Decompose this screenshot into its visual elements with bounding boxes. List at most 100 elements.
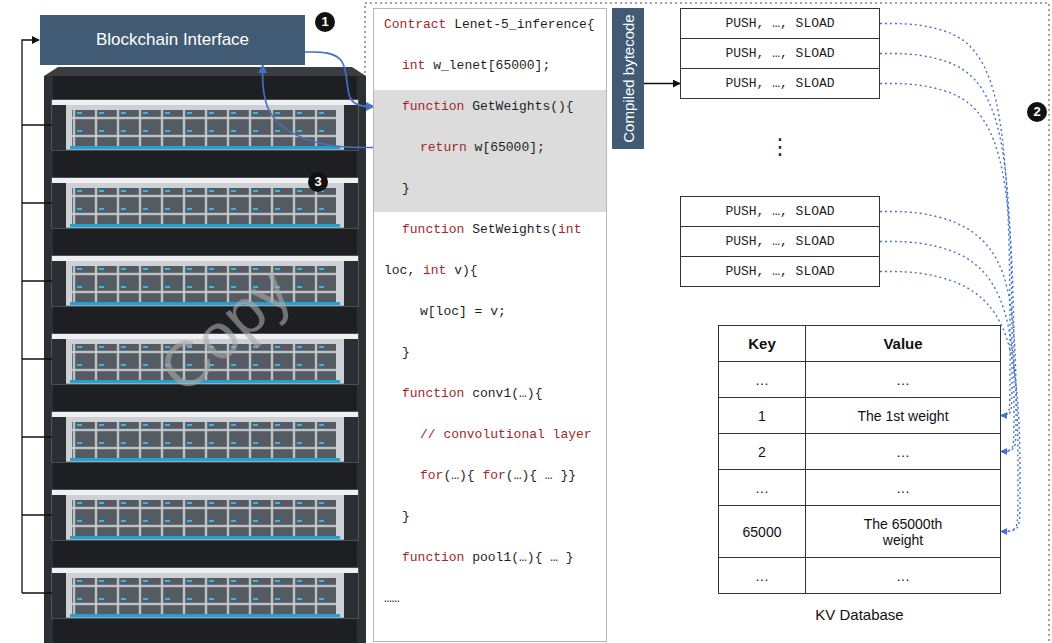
table-cell: Key	[719, 326, 805, 361]
server-unit	[52, 256, 358, 306]
table-cell: The 1st weight	[806, 398, 1000, 433]
code-keyword: return	[420, 140, 467, 155]
code-text: w[loc] = v;	[420, 304, 506, 319]
table-caption: KV Database	[815, 606, 903, 623]
callout-number: 3	[308, 172, 328, 192]
code-line: for(…){for(…){ … }}	[420, 468, 576, 488]
code-text: }	[402, 181, 410, 196]
table-cell: …	[806, 362, 1000, 397]
code-line: function pool1(…){ … }	[402, 550, 574, 570]
code-text: w_lenet[65000];	[433, 58, 550, 73]
region-border	[365, 3, 1049, 643]
code-text: }	[402, 509, 410, 524]
code-keyword: function	[402, 386, 464, 401]
table-header: Key	[748, 335, 776, 352]
bytecode-box: PUSH, …, SLOAD	[680, 68, 880, 99]
table-cell: …	[719, 558, 805, 593]
table-value: The 1st weight	[857, 408, 948, 424]
code-keyword: function	[402, 550, 464, 565]
code-line: function GetWeights(){	[402, 99, 574, 119]
bytecode-box: PUSH, …, SLOAD	[680, 38, 880, 69]
server-unit	[52, 412, 358, 462]
table-cell: …	[806, 470, 1000, 505]
code-text: SetWeights(	[472, 222, 558, 237]
code-keyword: function	[402, 222, 464, 237]
code-line: function SetWeights(int	[402, 222, 581, 242]
table-value: …	[896, 480, 910, 496]
table-caption-row: KV Database	[718, 606, 1001, 624]
code-line: w[loc] = v;	[420, 304, 506, 324]
code-text: pool1(…){ … }	[472, 550, 573, 565]
table-cell: …	[719, 470, 805, 505]
code-line: ……	[384, 591, 400, 611]
code-keyword: int	[402, 58, 425, 73]
highlighted-function: function GetWeights(){ return w[65000];}	[374, 90, 606, 212]
code-text: Lenet-5_inference{	[454, 17, 594, 32]
code-text: v){	[454, 263, 477, 278]
rack-body	[44, 76, 366, 643]
kv-table: KeyValue……1The 1st weight2………65000The 65…	[718, 325, 1001, 624]
code-line: }	[402, 509, 410, 529]
server-unit	[52, 490, 358, 540]
code-line: // convolutional layer	[420, 427, 592, 447]
code-text: loc,	[384, 263, 415, 278]
code-keyword: int	[558, 222, 581, 237]
server-unit	[52, 568, 358, 618]
flow-arrow	[644, 83, 680, 85]
table-value: …	[755, 372, 769, 388]
bytecode-box: PUSH, …, SLOAD	[680, 226, 880, 257]
rack-top	[44, 67, 366, 76]
table-cell: 1	[719, 398, 805, 433]
table-header: Value	[883, 335, 922, 352]
box-label: PUSH, …, SLOAD	[725, 264, 834, 279]
server-unit	[52, 100, 358, 150]
callout-number: 1	[315, 12, 335, 32]
box-label: PUSH, …, SLOAD	[725, 204, 834, 219]
code-text: (…){ … }}	[506, 468, 576, 483]
bytecode-box: PUSH, …, SLOAD	[680, 256, 880, 287]
callout-number: 2	[1027, 102, 1047, 122]
box-label: PUSH, …, SLOAD	[725, 16, 834, 31]
code-keyword: // convolutional layer	[420, 427, 592, 442]
table-value: 65000	[743, 524, 782, 540]
table-cell: Value	[806, 326, 1000, 361]
table-value: 1	[758, 408, 766, 424]
bytecode-box: PUSH, …, SLOAD	[680, 8, 880, 39]
box-label: PUSH, …, SLOAD	[725, 76, 834, 91]
code-text: w[65000];	[475, 140, 545, 155]
table-value: …	[896, 444, 910, 460]
box-label: Blockchain Interface	[96, 30, 249, 50]
code-line: loc,intv){	[384, 263, 478, 283]
table-cell: …	[806, 434, 1000, 469]
code-text: }	[402, 345, 410, 360]
table-value: The 65000th weight	[847, 516, 959, 548]
code-text: (…){	[443, 468, 474, 483]
code-keyword: for	[482, 468, 505, 483]
bytecode-box: PUSH, …, SLOAD	[680, 196, 880, 227]
code-keyword: Contract	[384, 17, 446, 32]
code-line: return w[65000];	[420, 140, 545, 160]
code-line: function conv1(…){	[402, 386, 542, 406]
table-grid: KeyValue……1The 1st weight2………65000The 65…	[718, 325, 1001, 594]
box-label: PUSH, …, SLOAD	[725, 234, 834, 249]
ellipsis-mark: ⋮	[769, 136, 791, 158]
watermark: Copy	[148, 256, 302, 404]
server-rack	[44, 67, 366, 643]
table-value: …	[755, 568, 769, 584]
code-line: }	[402, 181, 410, 201]
code-line: }	[402, 345, 410, 365]
vertical-label: Compiled bytecode	[620, 14, 637, 142]
contract-code-box: function GetWeights(){ return w[65000];} Con…	[373, 8, 607, 642]
table-value: …	[755, 480, 769, 496]
table-value: …	[896, 568, 910, 584]
code-line: Contract Lenet-5_inference{	[384, 17, 595, 37]
box-label: PUSH, …, SLOAD	[725, 46, 834, 61]
interface-box: Blockchain Interface	[40, 15, 305, 65]
code-text: GetWeights(){	[472, 99, 573, 114]
code-keyword: function	[402, 99, 464, 114]
code-keyword: for	[420, 468, 443, 483]
table-cell: The 65000th weight	[806, 506, 1000, 557]
code-text: conv1(…){	[472, 386, 542, 401]
flow-arrow	[263, 65, 374, 148]
